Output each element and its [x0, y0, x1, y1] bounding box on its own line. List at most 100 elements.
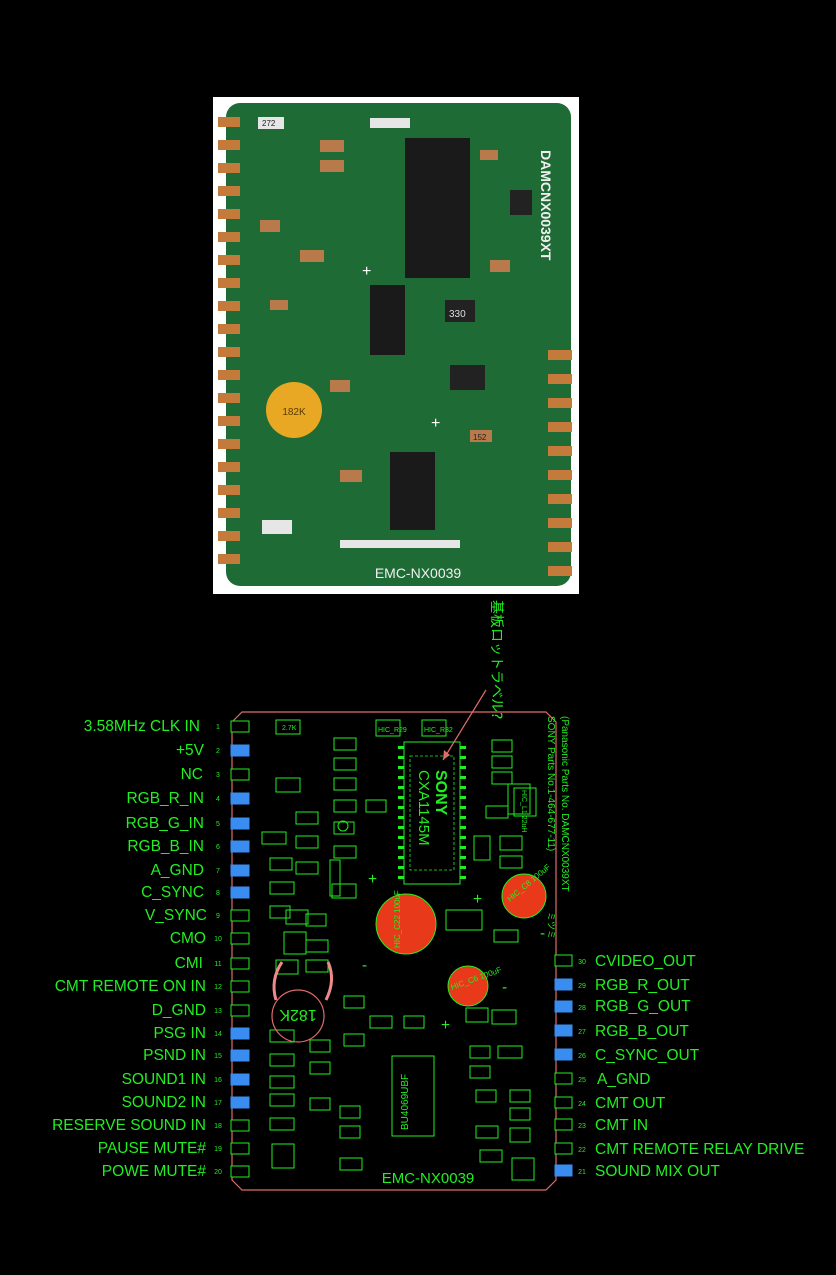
- pin-label: CMT REMOTE ON IN: [55, 978, 206, 995]
- diagram-board-name: EMC-NX0039: [382, 1170, 475, 1187]
- capacitor-c8: [501, 873, 547, 919]
- pin-26: 26 C_SYNC_OUT: [554, 1047, 700, 1064]
- pin-label: SOUND2 IN: [122, 1094, 206, 1111]
- pin-number: 8: [216, 890, 220, 897]
- secondary-ic: BU4069UBF: [391, 1055, 435, 1137]
- pin-pad: [230, 792, 250, 805]
- pin-label: POWE MUTE#: [102, 1163, 207, 1180]
- pin-number: 5: [216, 821, 220, 828]
- pin-number: 27: [578, 1029, 586, 1036]
- pin-24: 24 CMT OUT: [554, 1095, 666, 1112]
- pin-9: V_SYNC 9: [145, 907, 250, 924]
- svg-text:+: +: [441, 1017, 450, 1034]
- pin-label: RGB_G_IN: [126, 815, 204, 832]
- pin-pad: [230, 1142, 250, 1155]
- pin-number: 29: [578, 983, 586, 990]
- pin-10: CMO 10: [170, 930, 250, 947]
- pin-number: 18: [214, 1123, 222, 1130]
- pin-number: 3: [216, 772, 220, 779]
- pin-number: 13: [214, 1008, 222, 1015]
- capacitor-c22-label: HIC_C22 100uF: [393, 890, 402, 948]
- pin-25: 25 A_GND: [554, 1071, 650, 1088]
- pin-pad: [554, 1096, 573, 1109]
- silk-text: 2.7K: [282, 725, 297, 732]
- pin-pad: [230, 1027, 250, 1040]
- pin-label: NC: [181, 766, 203, 783]
- pin-2: +5V 2: [176, 742, 250, 759]
- pin-label: PSG IN: [153, 1025, 206, 1042]
- lot-label-note: 基板ロットラベル?: [488, 600, 505, 719]
- pin-pad: [230, 720, 250, 733]
- pin-number: 10: [214, 936, 222, 943]
- ceramic-cap-value: 182K: [279, 1006, 317, 1023]
- parts-info-line2: SONY Parts No.1-464-677-11): [545, 716, 556, 851]
- svg-text:HIC_L1 22uH: HIC_L1 22uH: [520, 790, 527, 832]
- pin-label: CMT REMOTE RELAY DRIVE: [595, 1141, 804, 1158]
- pin-number: 16: [214, 1077, 222, 1084]
- pin-pad: [554, 978, 573, 991]
- svg-text:-: -: [502, 979, 507, 996]
- pin-number: 25: [578, 1077, 586, 1084]
- pin-pad: [554, 1118, 573, 1131]
- pin-label: CMO: [170, 930, 206, 947]
- photo-chip-mark-330: 330: [449, 309, 466, 320]
- pin-label: RGB_B_IN: [127, 838, 204, 855]
- pin-pad: [554, 1164, 573, 1177]
- pin-5: RGB_G_IN 5: [126, 815, 250, 832]
- capacitor-code: 182K: [282, 407, 306, 418]
- pin-number: 9: [216, 913, 220, 920]
- pin-29: 29 RGB_R_OUT: [554, 977, 690, 994]
- pin-pad: [554, 1072, 573, 1085]
- pin-21: 21 SOUND MIX OUT: [554, 1163, 720, 1180]
- pin-7: A_GND 7: [151, 862, 250, 879]
- pin-pad: [554, 954, 573, 967]
- svg-text:+: +: [431, 415, 440, 432]
- svg-text:-: -: [362, 957, 367, 974]
- pin-12: CMT REMOTE ON IN 12: [55, 978, 250, 995]
- svg-text:-: -: [540, 925, 545, 942]
- pin-label: A_GND: [151, 862, 204, 879]
- pin-number: 15: [214, 1053, 222, 1060]
- left-pin-list: 3.58MHz CLK IN 1 +5V 2 NC 3 RGB_R_IN 4 R…: [52, 718, 250, 1180]
- pin-number: 1: [216, 724, 220, 731]
- lot-label-arrow: [442, 689, 487, 761]
- pin-number: 21: [578, 1169, 586, 1176]
- ceramic-capacitor-outline: 182K: [271, 961, 333, 1043]
- pin-pad: [230, 864, 250, 877]
- pin-8: C_SYNC 8: [141, 884, 250, 901]
- pin-label: A_GND: [597, 1071, 650, 1088]
- pin-label: V_SYNC: [145, 907, 207, 924]
- silkscreen-parts: [261, 719, 535, 1181]
- pin-28: 28 RGB_G_OUT: [554, 998, 691, 1015]
- pin-label: D_GND: [152, 1002, 206, 1019]
- pin-label: CMI: [175, 955, 203, 972]
- pin-label: RGB_B_OUT: [595, 1023, 689, 1040]
- pin-label: +5V: [176, 742, 205, 759]
- pin-number: 24: [578, 1101, 586, 1108]
- svg-text:+: +: [368, 871, 377, 888]
- pin-6: RGB_B_IN 6: [127, 838, 250, 855]
- maker-mark: ミツミ: [545, 912, 555, 939]
- pin-pad: [230, 1119, 250, 1132]
- pin-pad: [230, 980, 250, 993]
- pin-number: 20: [214, 1169, 222, 1176]
- svg-text:+: +: [362, 263, 371, 280]
- pin-20: POWE MUTE# 20: [102, 1163, 250, 1180]
- parts-info-line1: (Panasonic Parts No. DAMCNX0039XT: [559, 716, 570, 892]
- pin-label: 3.58MHz CLK IN: [84, 718, 200, 735]
- pin-16: SOUND1 IN 16: [122, 1071, 250, 1088]
- pin-22: 22 CMT REMOTE RELAY DRIVE: [554, 1141, 804, 1158]
- pin-pad: [230, 957, 250, 970]
- main-ic-chip: [405, 138, 470, 278]
- ic-brand: SONY: [432, 770, 449, 816]
- pin-pad: [554, 1142, 573, 1155]
- pin-pad: [230, 1165, 250, 1178]
- pin-number: 7: [216, 868, 220, 875]
- photo-chip-mark-272: 272: [262, 119, 276, 128]
- pin-label: CMT OUT: [595, 1095, 666, 1112]
- pin-number: 11: [214, 961, 221, 968]
- ceramic-capacitor: [266, 382, 322, 438]
- pin-15: PSND IN 15: [143, 1047, 250, 1064]
- pin-30: 30 CVIDEO_OUT: [554, 953, 696, 970]
